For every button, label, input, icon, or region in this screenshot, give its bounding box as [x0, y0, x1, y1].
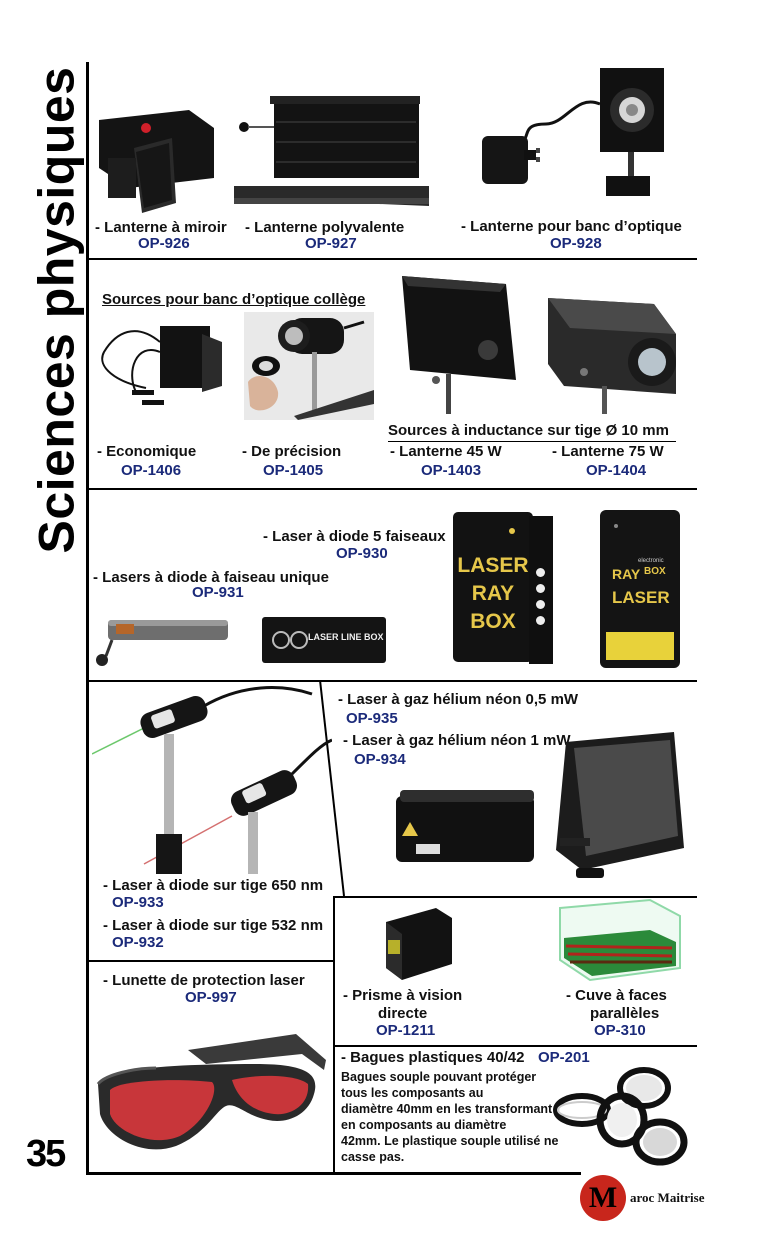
inductance-sources-title: Sources à inductance sur tige Ø 10 mm — [388, 422, 669, 439]
left-border — [86, 62, 89, 1174]
divider-vertical-low — [333, 896, 335, 1172]
raybox-text-2: BOX — [644, 566, 666, 577]
item-code-op-1406: OP-1406 — [121, 462, 182, 479]
item-label-op-927: - Lanterne polyvalente — [245, 219, 405, 236]
rings-description-6: casse pas. — [341, 1150, 405, 1164]
rings-description-5: 42mm. Le plastique souple utilisé ne — [341, 1134, 559, 1148]
parallel-tank-image — [559, 898, 681, 982]
section-title: Sciences physiques — [28, 66, 85, 554]
item-label-op-1405: - De précision — [242, 443, 342, 460]
side-hole-4 — [536, 616, 545, 625]
divider-5 — [89, 960, 335, 962]
item-code-op-1405: OP-1405 — [263, 462, 324, 479]
lantern-75w-image — [548, 298, 676, 414]
raybox-text-3: LASER — [612, 588, 670, 607]
item-code-op-1404: OP-1404 — [586, 462, 647, 479]
item-code-op-935: OP-935 — [346, 710, 398, 727]
line-box-text: LASER LINE BOX — [308, 632, 384, 642]
laser-line-box-image: LASER LINE BOX — [262, 617, 386, 663]
item-code-op-927: OP-927 — [305, 235, 357, 252]
multipurpose-lantern-image — [234, 96, 429, 206]
item-label-op-926: - Lanterne à miroir — [95, 219, 227, 236]
item-label-op-1403: - Lanterne 45 W — [390, 443, 502, 460]
side-hole-1 — [536, 568, 545, 577]
item-label-op-934: - Laser à gaz hélium néon 1 mW — [343, 732, 571, 749]
rings-description-3: diamètre 40mm en les transformant — [341, 1102, 553, 1116]
ray-box-text-3: BOX — [470, 610, 516, 633]
item-code-op-1403: OP-1403 — [421, 462, 482, 479]
ray-box-text-1: LASER — [457, 554, 529, 577]
item-label-op-1211-line1: - Prisme à vision — [343, 987, 463, 1004]
rings-code: OP-201 — [538, 1049, 590, 1066]
ray-box-text-2: RAY — [471, 582, 515, 605]
brand-name: aroc Maitrise — [630, 1190, 705, 1205]
protection-goggles-image — [96, 1034, 326, 1150]
divider-3 — [89, 680, 697, 682]
lantern-45w-image — [402, 276, 516, 414]
raybox-small-text: electronic — [638, 558, 664, 564]
raybox-led — [614, 524, 618, 528]
helium-neon-laser-image — [396, 732, 684, 878]
item-code-op-934: OP-934 — [354, 751, 406, 768]
diode-laser-rods-image — [92, 686, 332, 874]
inductance-title-underline — [388, 441, 676, 442]
divider-2 — [89, 488, 697, 490]
item-label-op-930: - Laser à diode 5 faiseaux — [263, 528, 446, 545]
raybox-text-1: RAY — [612, 566, 641, 582]
raybox-warning-label — [606, 632, 674, 660]
college-sources-title: Sources pour banc d’optique collège — [102, 291, 366, 308]
item-code-op-310: OP-310 — [594, 1022, 646, 1039]
item-label-op-932: - Laser à diode sur tige 532 nm — [103, 917, 324, 934]
item-label-op-928: - Lanterne pour banc d’optique — [461, 218, 682, 235]
item-label-op-1406: - Economique — [97, 443, 197, 460]
ray-box-side-panel — [529, 516, 553, 664]
item-label-op-931: - Lasers à diode à faiseau unique — [93, 569, 329, 586]
divider-1 — [89, 258, 697, 260]
item-label-op-933: - Laser à diode sur tige 650 nm — [103, 877, 324, 894]
single-beam-laser-image — [96, 620, 228, 666]
mirror-lantern-image — [99, 110, 214, 213]
raybox-laser-image: electronic RAY BOX LASER — [600, 510, 680, 668]
rings-description-4: en composants au diamètre — [341, 1118, 507, 1132]
item-code-op-932: OP-932 — [112, 934, 164, 951]
item-label-op-1404: - Lanterne 75 W — [552, 443, 664, 460]
bench-lantern-image — [482, 68, 664, 196]
line-box-lens-1 — [272, 631, 290, 649]
divider-diagonal — [319, 680, 345, 897]
page-number: 35 — [26, 1133, 66, 1175]
item-code-op-926: OP-926 — [138, 235, 190, 252]
brand-logo: M — [580, 1175, 626, 1221]
precision-source-image — [244, 312, 374, 420]
item-code-op-933: OP-933 — [112, 894, 164, 911]
rings-label: - Bagues plastiques 40/42 — [341, 1049, 525, 1066]
divider-4 — [335, 896, 697, 898]
plastic-rings-image — [553, 1067, 688, 1166]
prism-image — [386, 908, 452, 980]
divider-6 — [335, 1045, 697, 1047]
rings-description-1: Bagues souple pouvant protéger — [341, 1070, 537, 1084]
laser-ray-box-image: LASER RAY BOX — [453, 512, 533, 662]
bottom-border — [86, 1172, 581, 1175]
side-hole-3 — [536, 600, 545, 609]
side-hole-2 — [536, 584, 545, 593]
item-code-op-930: OP-930 — [336, 545, 388, 562]
item-label-op-997: - Lunette de protection laser — [103, 972, 305, 989]
item-code-op-1211: OP-1211 — [376, 1022, 436, 1039]
item-code-op-997: OP-997 — [185, 989, 237, 1006]
item-code-op-931: OP-931 — [192, 584, 244, 601]
line-box-lens-2 — [290, 631, 308, 649]
item-code-op-928: OP-928 — [550, 235, 602, 252]
economic-source-image — [101, 326, 222, 405]
item-label-op-310-line1: - Cuve à faces — [566, 987, 667, 1004]
item-label-op-310-line2: parallèles — [590, 1005, 660, 1022]
item-label-op-1211-line2: directe — [378, 1005, 428, 1022]
ray-box-star — [509, 528, 515, 534]
item-label-op-935: - Laser à gaz hélium néon 0,5 mW — [338, 691, 579, 708]
rings-description-2: tous les composants au — [341, 1086, 484, 1100]
